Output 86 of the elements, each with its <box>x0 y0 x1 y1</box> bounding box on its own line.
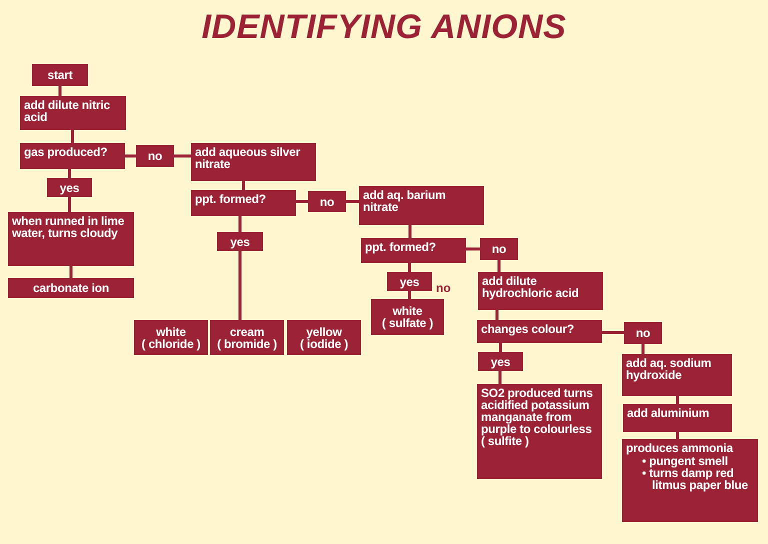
process-box <box>191 143 316 181</box>
box-text: ppt. formed? <box>195 192 266 206</box>
connector-line <box>68 169 71 178</box>
connector-line <box>238 216 242 232</box>
process-box <box>287 320 361 355</box>
connector-line <box>498 260 500 272</box>
box-text: ( iodide ) <box>299 338 349 350</box>
connector-line <box>642 344 644 354</box>
connector-line <box>676 396 679 404</box>
process-box <box>8 278 134 298</box>
process-box <box>480 238 518 260</box>
process-box <box>20 143 125 169</box>
connector-line <box>346 200 359 203</box>
title: IDENTIFYING ANIONS <box>200 8 568 47</box>
process-box <box>8 212 134 266</box>
process-box <box>361 238 466 263</box>
process-box <box>477 320 602 343</box>
box-text: add dilute nitric acid <box>24 98 110 124</box>
box-text: SO2 produced turns acidified potassium manganate from purple to colourless ( sulfite ) <box>481 386 593 448</box>
box-text: ( sulfate ) <box>380 317 434 329</box>
box-text: start <box>46 69 74 81</box>
connector-line <box>296 200 308 203</box>
box-text: add aqueous silver nitrate <box>195 145 300 171</box>
box-heading: produces ammonia <box>626 442 734 454</box>
process-box <box>623 404 732 432</box>
connector-line <box>466 248 480 250</box>
connector-line <box>676 432 679 439</box>
connector-line <box>174 154 191 158</box>
process-box <box>191 190 296 216</box>
box-text: ppt. formed? <box>365 240 436 254</box>
box-text: gas produced? <box>24 145 108 159</box>
connector-line <box>238 251 242 320</box>
box-text: add aq. barium nitrate <box>363 188 446 214</box>
bullet-item: • pungent smell <box>642 455 729 467</box>
connector-line <box>70 266 72 278</box>
box-text: add aluminium <box>627 406 710 420</box>
box-text: yes <box>398 276 420 288</box>
connector-line <box>408 291 411 299</box>
process-box <box>47 178 92 197</box>
process-box <box>210 320 284 355</box>
box-text: no <box>318 196 336 208</box>
process-box <box>622 354 732 396</box>
process-box <box>20 96 126 130</box>
box-text: white <box>155 326 187 338</box>
connector-line <box>125 154 136 158</box>
process-box <box>478 272 603 310</box>
connector-line <box>496 310 498 320</box>
bullet-item: • turns damp red litmus paper blue <box>642 467 749 491</box>
connector-line <box>71 130 74 143</box>
connector-line <box>242 181 245 190</box>
process-box <box>622 439 758 522</box>
process-box <box>32 64 88 86</box>
process-box <box>134 320 208 355</box>
box-text: yellow <box>305 326 343 338</box>
process-box <box>308 191 346 212</box>
connector-line <box>602 331 624 334</box>
box-text: cream <box>228 326 266 338</box>
box-text: changes colour? <box>481 322 574 336</box>
box-text: when runned in lime water, turns cloudy <box>12 214 124 240</box>
box-text: yes <box>490 356 512 368</box>
process-box <box>136 145 174 167</box>
stray-label: no <box>436 281 451 295</box>
box-text: carbonate ion <box>32 282 110 294</box>
box-text: no <box>146 150 164 162</box>
connector-line <box>498 371 502 384</box>
connector-line <box>58 86 62 96</box>
box-text: yes <box>58 182 80 194</box>
process-box <box>624 322 662 344</box>
box-text: no <box>634 327 652 339</box>
connector-line <box>68 197 71 212</box>
process-box <box>371 299 444 335</box>
process-box <box>387 272 432 291</box>
process-box <box>478 352 523 371</box>
box-text: ( chloride ) <box>140 338 202 350</box>
box-text: white <box>392 305 424 317</box>
box-text: ( bromide ) <box>216 338 278 350</box>
connector-line <box>408 263 411 272</box>
box-text: yes <box>229 236 251 248</box>
connector-line <box>408 225 412 238</box>
process-box <box>217 232 263 251</box>
box-text: add dilute hydrochloric acid <box>482 274 579 300</box>
box-text: add aq. sodium hydroxide <box>626 356 712 382</box>
process-box <box>477 384 602 479</box>
box-text: no <box>490 243 508 255</box>
connector-line <box>499 343 502 352</box>
process-box <box>359 186 484 225</box>
